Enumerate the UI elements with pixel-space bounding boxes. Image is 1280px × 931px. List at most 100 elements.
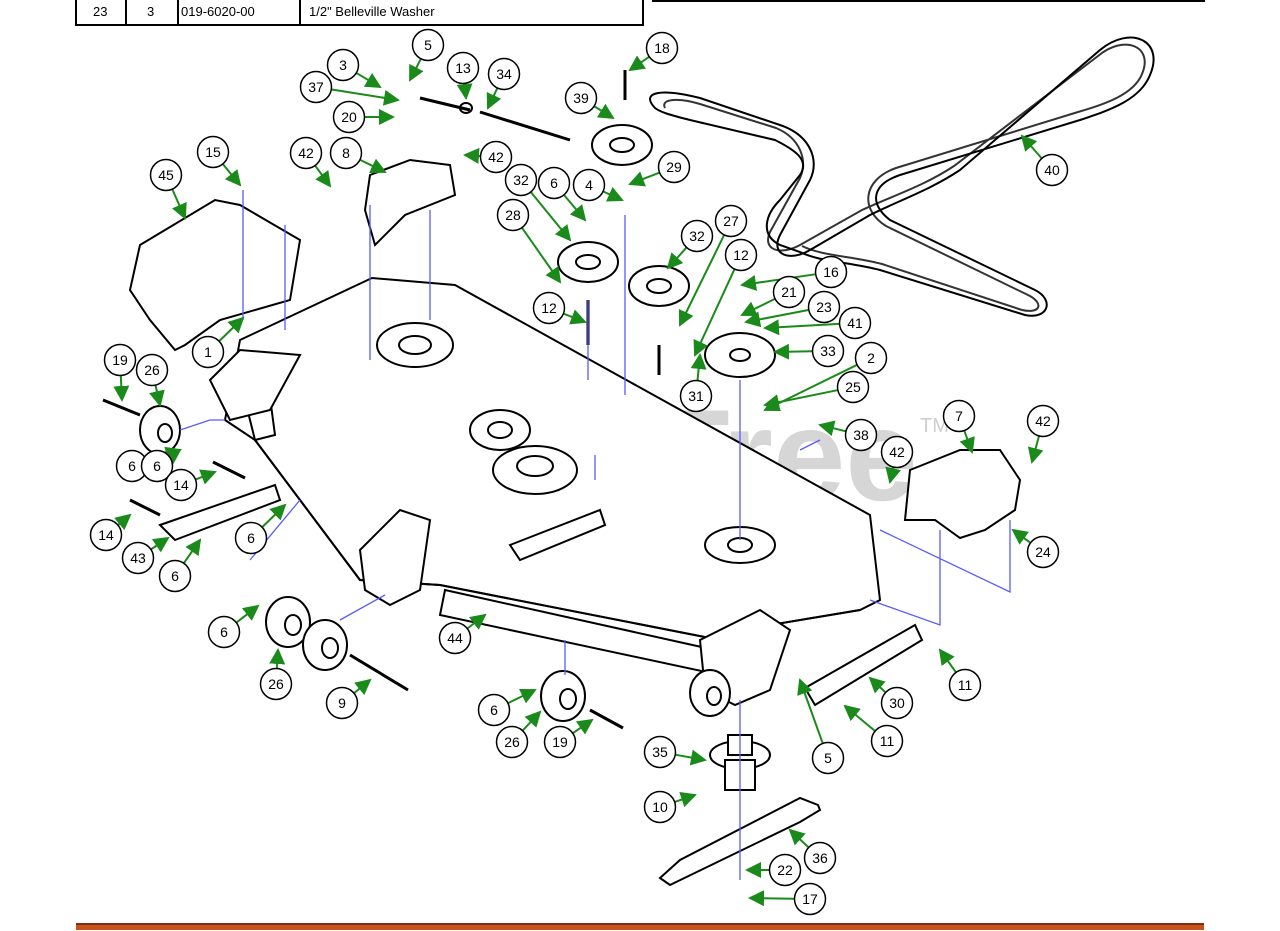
callout-circle [643, 790, 677, 824]
callout-circle [149, 158, 183, 192]
callout-arrow [797, 678, 824, 744]
callout-arrow [409, 58, 424, 82]
header-rule [652, 0, 1205, 2]
part-number-cell: 019-6020-00 [181, 4, 255, 19]
callout-number: 12 [733, 247, 749, 263]
callout-circle [326, 48, 360, 82]
callout-circle [532, 291, 566, 325]
callout-number: 43 [130, 550, 146, 566]
callout-circle [259, 667, 293, 701]
callout-circle [679, 379, 713, 413]
callout-14: 14 [89, 513, 132, 552]
callout-number: 4 [585, 177, 593, 193]
callout-39: 39 [564, 81, 615, 120]
callout-circle [504, 163, 538, 197]
callout-arrow [748, 890, 795, 907]
callout-arrow [467, 613, 487, 630]
callout-number: 6 [128, 458, 136, 474]
callout-11: 11 [938, 648, 982, 702]
callout-25: 25 [763, 370, 870, 411]
callout-number: 19 [112, 352, 128, 368]
callout-circle [838, 306, 872, 340]
callout-circle [140, 449, 174, 483]
callout-20: 20 [332, 100, 395, 134]
callout-arrow [218, 316, 245, 342]
callout-number: 26 [268, 676, 284, 692]
callout-26: 26 [259, 648, 293, 701]
callout-circle [1026, 404, 1060, 438]
callout-circle [289, 136, 323, 170]
callout-number: 24 [1035, 544, 1051, 560]
callout-circle [438, 621, 472, 655]
callout-circle [135, 353, 169, 387]
callout-circle [487, 57, 521, 91]
callout-6: 6 [477, 688, 537, 727]
callout-number: 6 [220, 624, 228, 640]
callout-number: 33 [820, 343, 836, 359]
callout-arrow [763, 389, 838, 411]
callout-number: 26 [504, 734, 520, 750]
callout-32: 32 [504, 163, 572, 242]
callout-45: 45 [149, 158, 187, 220]
callout-43: 43 [121, 536, 170, 575]
callout-arrow [171, 189, 187, 220]
callout-number: 39 [573, 90, 589, 106]
callout-arrow [563, 194, 587, 222]
callout-number: 26 [144, 362, 160, 378]
callout-arrow [563, 309, 587, 325]
callout-40: 40 [1020, 134, 1069, 187]
callout-number: 5 [424, 37, 432, 53]
callout-arrow [507, 688, 537, 704]
callout-arrow [521, 227, 562, 284]
callout-number: 15 [205, 144, 221, 160]
callout-19: 19 [543, 718, 594, 759]
callout-26: 26 [495, 710, 542, 759]
callout-number: 38 [853, 427, 869, 443]
callout-21: 21 [740, 275, 806, 317]
callout-arrow [163, 448, 182, 465]
parts-table-row: 23 3 019-6020-00 1/2" Belleville Washer [75, 0, 644, 26]
callout-42: 42 [289, 136, 332, 188]
callout-10: 10 [643, 790, 697, 824]
callout-27: 27 [678, 204, 748, 327]
callout-number: 11 [880, 733, 895, 749]
callout-arrow [149, 385, 165, 407]
callout-26: 26 [135, 353, 169, 407]
callout-19: 19 [103, 343, 137, 402]
callout-number: 12 [541, 300, 557, 316]
callout-arrow [938, 648, 957, 673]
callout-arrow [693, 269, 736, 357]
callout-number: 20 [341, 109, 357, 125]
callout-5: 5 [409, 28, 445, 82]
callout-32: 32 [666, 219, 714, 270]
callout-35: 35 [643, 735, 707, 769]
callout-circle [495, 725, 529, 759]
callout-arrow [114, 513, 132, 531]
callout-circle [103, 343, 137, 377]
callout-circle [811, 741, 845, 775]
callout-5: 5 [797, 678, 845, 775]
callout-arrow [356, 72, 382, 89]
callout-arrow [113, 375, 130, 402]
callout-22: 22 [745, 853, 802, 887]
callout-number: 18 [654, 40, 670, 56]
callout-number: 2 [867, 350, 875, 366]
callout-6: 6 [140, 448, 182, 483]
callout-18: 18 [628, 31, 679, 72]
callout-circle [477, 693, 511, 727]
callout-arrow [195, 469, 217, 485]
callout-circle [768, 853, 802, 887]
callout-arrow [744, 309, 809, 328]
callout-4: 4 [572, 168, 624, 202]
callout-number: 19 [552, 734, 568, 750]
callout-circle [299, 70, 333, 104]
callout-arrow [236, 604, 260, 624]
callout-number: 14 [173, 477, 189, 493]
callout-circle [196, 135, 230, 169]
callout-8: 8 [329, 136, 387, 174]
callout-13: 13 [446, 51, 480, 100]
callout-number: 1 [204, 344, 212, 360]
callout-1: 1 [191, 316, 245, 369]
callout-36: 36 [788, 828, 837, 875]
